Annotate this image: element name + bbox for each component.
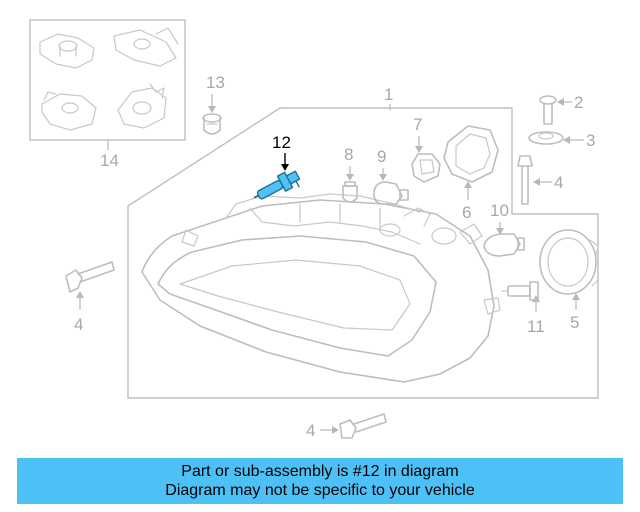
banner-part-line: Part or sub-assembly is #12 in diagram <box>181 463 459 480</box>
bulb-part-12[interactable] <box>250 168 303 209</box>
screw-part-2 <box>539 95 557 125</box>
washer-part-3 <box>528 131 564 145</box>
callout-8: 8 <box>344 145 353 164</box>
callout-6: 6 <box>462 203 471 222</box>
bolt-part-4-left <box>65 261 115 293</box>
callout-12: 12 <box>272 133 291 152</box>
bracket-kit-box <box>29 19 186 141</box>
dust-cover-part-6 <box>443 125 499 183</box>
callout-5: 5 <box>570 313 579 332</box>
banner-disclaimer-line: Diagram may not be specific to your vehi… <box>165 482 475 499</box>
bolt-part-4-upper-right <box>517 155 533 205</box>
grommet-part-13 <box>202 113 222 135</box>
callout-7: 7 <box>413 115 422 134</box>
bolt-part-4-bottom <box>339 413 387 439</box>
bulb-part-10 <box>483 233 525 257</box>
socket-part-7 <box>411 153 441 183</box>
callout-10: 10 <box>490 201 509 220</box>
bulb-part-11 <box>501 281 539 301</box>
bulb-part-9 <box>373 181 409 205</box>
info-banner: Part or sub-assembly is #12 in diagram D… <box>17 458 623 504</box>
callout-11: 11 <box>527 317 545 336</box>
callout-2: 2 <box>574 93 583 112</box>
headlamp-assembly-frame <box>127 107 599 399</box>
callout-4-bottom: 4 <box>306 421 315 440</box>
callout-9: 9 <box>377 147 386 166</box>
headlamp-housing <box>141 193 501 383</box>
callout-1: 1 <box>384 85 393 104</box>
callout-4-left: 4 <box>74 315 83 334</box>
callout-13: 13 <box>206 73 225 92</box>
bulb-part-8 <box>342 181 358 203</box>
callout-4-upper-right: 4 <box>554 173 563 192</box>
cover-part-5 <box>539 229 599 295</box>
callout-3: 3 <box>586 131 595 150</box>
parts-diagram: 14 13 1 12 <box>29 19 599 440</box>
callout-14: 14 <box>100 151 119 170</box>
